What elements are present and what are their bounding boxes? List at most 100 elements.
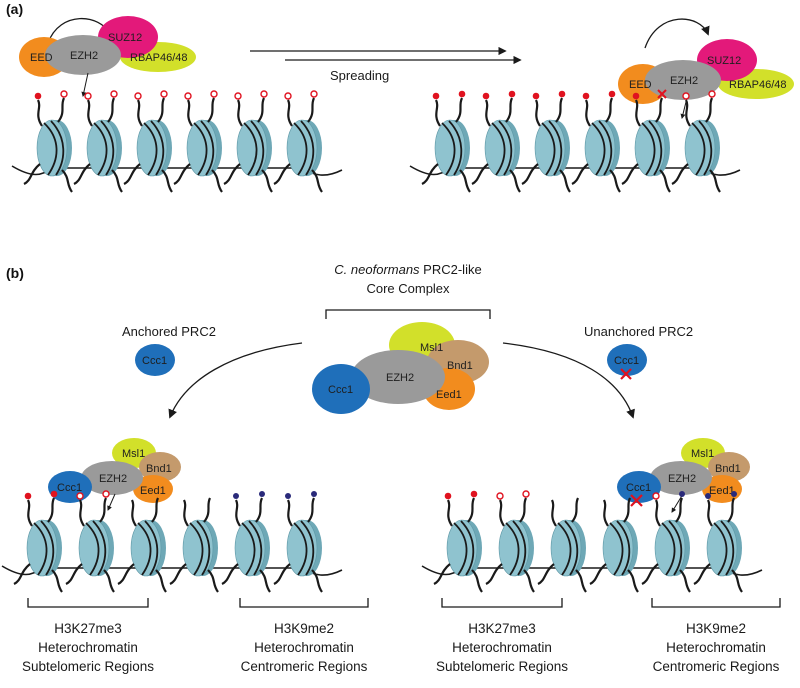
region-type: Subtelomeric Regions bbox=[22, 659, 154, 674]
nucleosome bbox=[123, 90, 173, 193]
h3k27-unmodified-mark bbox=[76, 492, 84, 500]
h3k27-unmodified-mark bbox=[184, 92, 192, 100]
region-label-h3k27-right: H3K27me3 Heterochromatin Subtelomeric Re… bbox=[436, 621, 568, 674]
mark-name: H3K9me2 bbox=[274, 621, 334, 636]
chromatin-type: Heterochromatin bbox=[254, 640, 354, 655]
mark-name: H3K9me2 bbox=[686, 621, 746, 636]
h3k27-unmodified-mark bbox=[496, 492, 504, 500]
region-brackets bbox=[27, 598, 781, 608]
core-complex: Msl1 Bnd1 Eed1 EZH2 Ccc1 bbox=[312, 322, 489, 414]
ezh2-label: EZH2 bbox=[386, 372, 414, 384]
cross-mark-icon bbox=[630, 494, 643, 507]
h3k27-unmodified-mark bbox=[84, 92, 92, 100]
nucleosome bbox=[589, 497, 639, 593]
nucleosome bbox=[421, 90, 471, 193]
h3k27-unmodified-mark bbox=[708, 90, 716, 98]
nucleosome-array-a-left bbox=[11, 90, 343, 193]
region-label-h3k9-right: H3K9me2 Heterochromatin Centromeric Regi… bbox=[653, 621, 780, 674]
ccc1-subunit bbox=[617, 471, 661, 503]
h3k27-unmodified-mark bbox=[60, 90, 68, 98]
nucleosome bbox=[223, 90, 273, 193]
h3k27-unmodified-mark bbox=[160, 90, 168, 98]
ezh2-subunit bbox=[650, 461, 712, 495]
nucleosome bbox=[117, 497, 167, 593]
bracket-h3k27-left bbox=[27, 598, 149, 608]
panel-a-label: (a) bbox=[6, 1, 23, 17]
h3k27me3-mark bbox=[24, 492, 32, 500]
h3k27me3-mark bbox=[508, 90, 516, 98]
cross-mark-icon bbox=[620, 368, 632, 380]
nucleosome bbox=[273, 90, 323, 193]
h3k9me2-mark bbox=[259, 491, 265, 497]
nucleosome-array-b-left bbox=[1, 490, 343, 593]
title-suffix: PRC2-like bbox=[420, 262, 482, 277]
ezh2-subunit bbox=[45, 35, 121, 75]
ccc1-label: Ccc1 bbox=[626, 482, 651, 494]
h3k27me3-mark bbox=[482, 92, 490, 100]
region-label-h3k9-left: H3K9me2 Heterochromatin Centromeric Regi… bbox=[241, 621, 368, 674]
panel-b-label: (b) bbox=[6, 265, 24, 281]
h3k27me3-mark bbox=[50, 490, 58, 498]
msl1-label: Msl1 bbox=[420, 342, 443, 354]
h3k27me3-mark bbox=[458, 90, 466, 98]
ezh2-subunit bbox=[81, 461, 143, 495]
ccc1-anchored bbox=[135, 344, 175, 376]
nucleosome bbox=[173, 90, 223, 193]
h3k27me3-mark bbox=[558, 90, 566, 98]
bnd1-subunit bbox=[708, 452, 750, 482]
h3k9me2-mark bbox=[679, 491, 685, 497]
chromatin-type: Heterochromatin bbox=[38, 640, 138, 655]
bracket-h3k9-right bbox=[651, 598, 781, 608]
ezh2-label: EZH2 bbox=[70, 50, 98, 62]
h3k27me3-mark bbox=[470, 490, 478, 498]
h3k27me3-mark bbox=[432, 92, 440, 100]
nucleosome bbox=[693, 491, 743, 593]
spreading-arrow bbox=[250, 46, 522, 65]
chromatin-type: Heterochromatin bbox=[452, 640, 552, 655]
region-type: Subtelomeric Regions bbox=[436, 659, 568, 674]
nucleosome bbox=[169, 497, 219, 593]
h3k27me3-mark bbox=[444, 492, 452, 500]
ezh2-label: EZH2 bbox=[668, 473, 696, 485]
dna-linker bbox=[421, 565, 763, 576]
core-complex-subtitle: Core Complex bbox=[366, 281, 450, 296]
bnd1-label: Bnd1 bbox=[447, 360, 473, 372]
h3k27-unmodified-mark bbox=[652, 492, 660, 500]
nucleosome bbox=[485, 490, 535, 593]
nucleosome bbox=[273, 491, 323, 593]
h3k27-unmodified-mark bbox=[234, 92, 242, 100]
h3k27me3-mark bbox=[582, 92, 590, 100]
bnd1-label: Bnd1 bbox=[715, 463, 741, 475]
mark-name: H3K27me3 bbox=[468, 621, 536, 636]
region-type: Centromeric Regions bbox=[241, 659, 368, 674]
h3k27-unmodified-mark bbox=[284, 92, 292, 100]
h3k27-unmodified-mark bbox=[110, 90, 118, 98]
nucleosome bbox=[221, 491, 271, 593]
msl1-label: Msl1 bbox=[122, 448, 145, 460]
prc2-complex-right-a: EED EZH2 SUZ12 RBAP46/48 bbox=[618, 18, 794, 119]
nucleosome bbox=[433, 490, 483, 593]
h3k27-unmodified-mark bbox=[134, 92, 142, 100]
chromatin-type: Heterochromatin bbox=[666, 640, 766, 655]
ccc1-label: Ccc1 bbox=[328, 384, 353, 396]
h3k27-unmodified-mark bbox=[210, 90, 218, 98]
bracket-h3k9-left bbox=[239, 598, 369, 608]
suz12-label: SUZ12 bbox=[108, 32, 142, 44]
bnd1-subunit bbox=[139, 452, 181, 482]
ccc1-unanchored-label: Ccc1 bbox=[614, 355, 639, 367]
prc2-complex-left-a: EED EZH2 SUZ12 RBAP46/48 bbox=[19, 16, 196, 97]
h3k27-unmodified-mark bbox=[102, 490, 110, 498]
arrow-to-anchored bbox=[168, 342, 303, 419]
suz12-label: SUZ12 bbox=[707, 55, 741, 67]
nucleosome bbox=[571, 90, 621, 193]
nucleosome bbox=[671, 90, 721, 193]
eed-label: EED bbox=[30, 52, 53, 64]
core-complex-title: C. neoformans PRC2-like bbox=[334, 262, 481, 277]
species-name: C. neoformans bbox=[334, 262, 420, 277]
msl1-label: Msl1 bbox=[691, 448, 714, 460]
ezh2-label: EZH2 bbox=[670, 75, 698, 87]
anchored-complex: Msl1 Bnd1 Eed1 EZH2 Ccc1 bbox=[48, 438, 181, 511]
nucleosome bbox=[641, 491, 691, 593]
nucleosome bbox=[537, 497, 587, 593]
